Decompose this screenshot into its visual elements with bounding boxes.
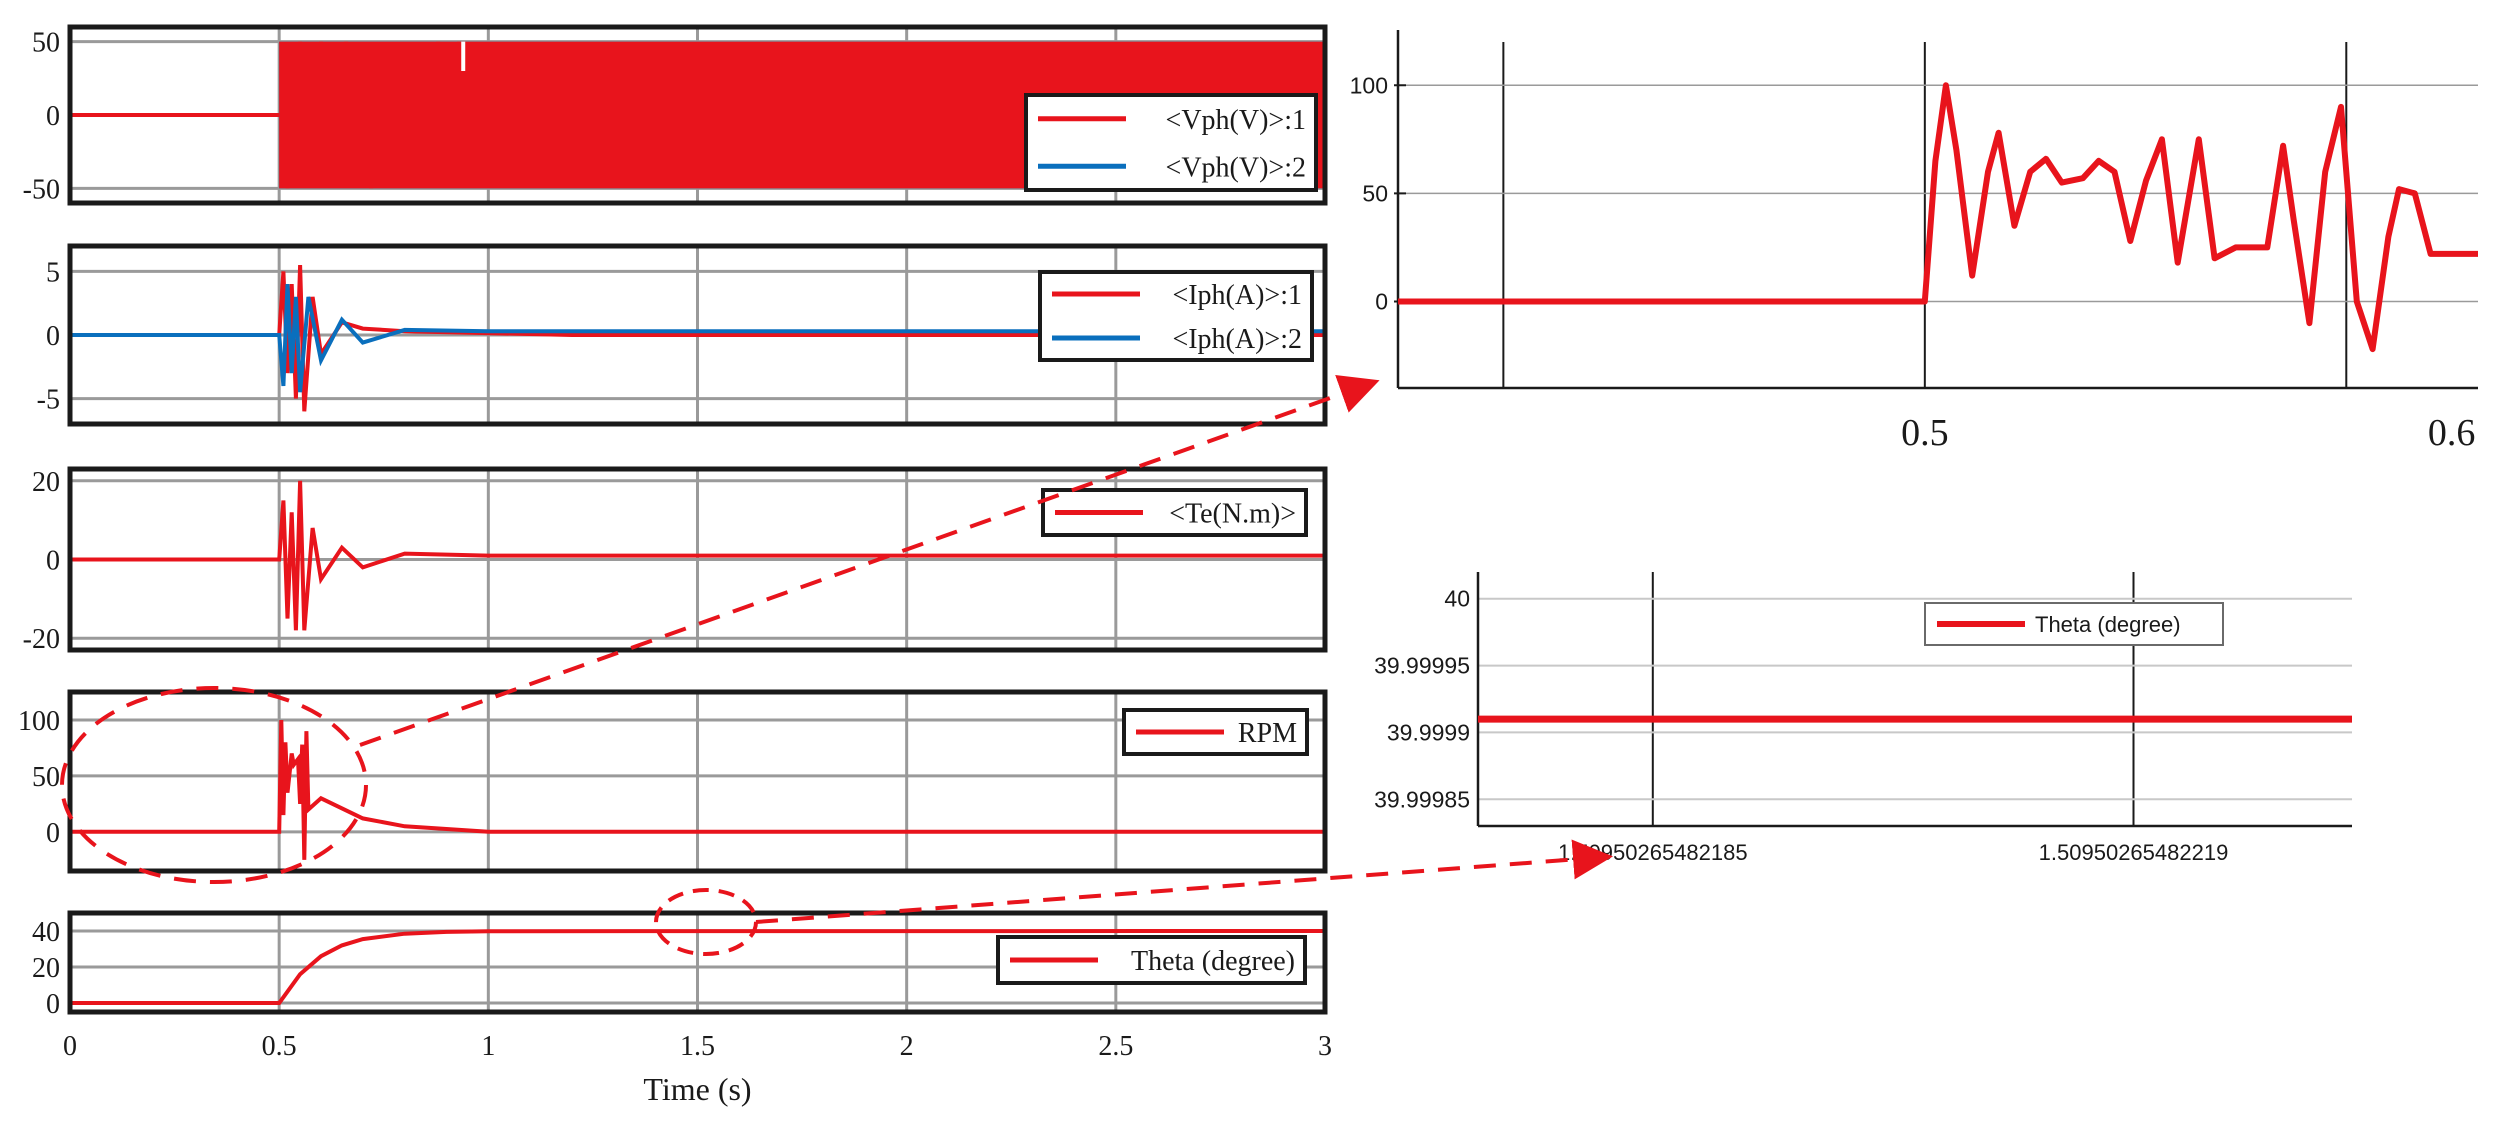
legend-box (1024, 93, 1318, 192)
y-tick-label: 20 (32, 953, 60, 984)
legend-label: <Iph(A)>:2 (1172, 324, 1302, 355)
legend: <Te(N.m)> (1041, 488, 1308, 537)
axes-frame (67, 243, 1328, 427)
y-tick-label: 0 (46, 321, 60, 352)
legend-label: <Iph(A)>:1 (1172, 280, 1302, 311)
panel-vph: 50 0 -50 <Vph(V)>:1 <Vph(V)>:2 (23, 24, 1328, 206)
y-tick-label: 0 (46, 101, 60, 132)
y-tick-label: 39.99995 (1374, 653, 1470, 679)
y-tick-label: 39.9999 (1387, 719, 1470, 745)
panel-theta-zoom: 40 39.99995 39.9999 39.99985 1.5095026548218… (1374, 572, 2352, 865)
x-tick-label: 0.5 (1901, 412, 1949, 454)
y-tick-label: 0 (46, 989, 60, 1020)
stacked-panels: 500-50<Vph(V)>:1<Vph(V)>:250-5<Iph(A)>:1… (18, 24, 1332, 1107)
y-tick-label: 0 (46, 818, 60, 849)
x-tick-label: 2 (900, 1031, 914, 1062)
x-tick-label: 0.5 (262, 1031, 297, 1062)
legend-label: Theta (degree) (1131, 946, 1295, 977)
y-tick-label: 40 (32, 917, 60, 948)
axes-frame (67, 24, 1328, 206)
legend-label: <Vph(V)>:1 (1166, 105, 1306, 136)
axes-frame (67, 466, 1328, 653)
y-tick-label: 5 (46, 257, 60, 288)
y-tick-label: 50 (32, 28, 60, 59)
y-tick-label: 39.99985 (1374, 786, 1470, 812)
y-tick-label: 100 (1350, 72, 1388, 98)
panel-te: 20 0 -20 <Te(N.m)> (23, 466, 1328, 655)
legend: <Iph(A)>:1 <Iph(A)>:2 (1038, 270, 1314, 362)
y-tick-label: 100 (18, 706, 60, 737)
x-tick-label: 1 (481, 1031, 495, 1062)
x-tick-label: 2.5 (1098, 1031, 1133, 1062)
series-line (1398, 82, 2478, 353)
zoom-panels: 100 50 0 0.5 0.6 40 39.99995 39.9999 39.99985 1.5… (1350, 30, 2478, 865)
x-tick-label: 1.50950265482185 (1558, 840, 1748, 865)
series-line (70, 480, 1325, 631)
axes-frame (67, 910, 1328, 1015)
zoom-ellipse-theta (654, 888, 758, 956)
legend-label: <Vph(V)>:2 (1166, 152, 1306, 183)
y-tick-label: 0 (1375, 289, 1388, 315)
panel-iph: 5 0 -5 <Iph(A)>:1 <Iph(A)>:2 (37, 243, 1328, 427)
legend-label: Theta (degree) (2035, 612, 2181, 637)
y-tick-label: -50 (23, 174, 60, 205)
x-axis-label: Time (s) (643, 1071, 751, 1107)
legend-label: RPM (1238, 718, 1297, 749)
zoom-annotations (60, 374, 1613, 956)
y-tick-label: -5 (37, 385, 60, 416)
panel-rpm-zoom: 100 50 0 0.5 0.6 (1350, 30, 2478, 454)
y-tick-label: 20 (32, 467, 60, 498)
x-tick-label: 1.5 (680, 1031, 715, 1062)
series-line (70, 284, 1325, 393)
axes-frame (67, 689, 1328, 874)
legend: Theta (degree) (1924, 602, 2224, 646)
legend: RPM (1122, 708, 1309, 756)
panel-theta: 40 20 0 Theta (degree) (32, 910, 1328, 1020)
y-tick-label: 50 (32, 762, 60, 793)
panel-rpm: 100 50 0 RPM (18, 689, 1328, 874)
series-line (70, 929, 1325, 1005)
y-tick-label: 0 (46, 546, 60, 577)
legend-label: <Te(N.m)> (1169, 499, 1296, 530)
legend-box (1038, 270, 1314, 362)
series-line (70, 719, 1325, 860)
zoom-ellipse-rpm (60, 686, 368, 884)
y-tick-label: 50 (1362, 180, 1388, 206)
legend: Theta (degree) (996, 935, 1307, 985)
x-tick-label: 3 (1318, 1031, 1332, 1062)
legend: <Vph(V)>:1 <Vph(V)>:2 (1024, 93, 1318, 192)
x-tick-label: 1.50950265482219 (2039, 840, 2229, 865)
y-tick-label: 40 (1444, 586, 1470, 612)
x-tick-label: 0.6 (2428, 412, 2476, 454)
y-tick-label: -20 (23, 624, 60, 655)
x-tick-label: 0 (63, 1031, 77, 1062)
